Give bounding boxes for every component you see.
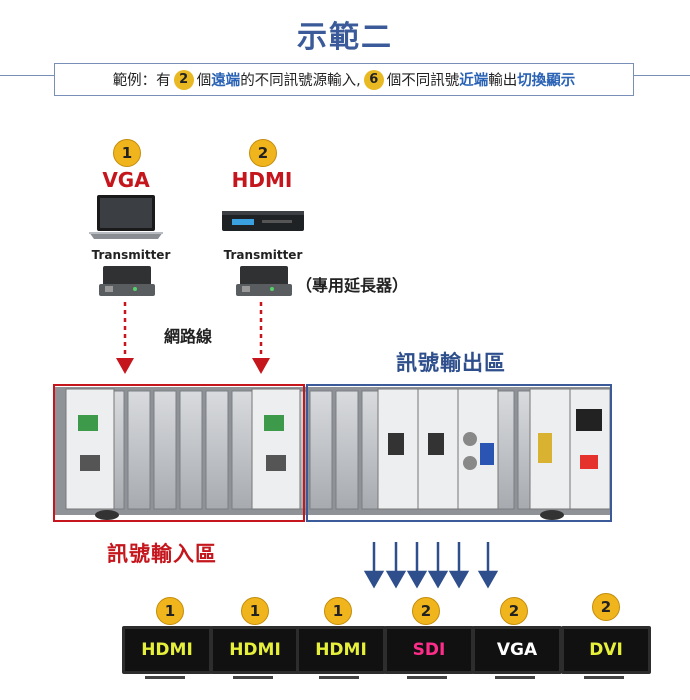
subtitle-box: 範例：有 2 個 遠端 的不同訊號源輸入, 6 個不同訊號 近端 輸出 切換顯示 <box>54 63 634 96</box>
output-6-badge: 2 <box>592 593 620 621</box>
count-badge: 6 <box>363 69 384 90</box>
monitor-stand <box>407 668 447 679</box>
monitor-icon: VGA <box>472 626 562 674</box>
subtitle-part: 的不同訊號源輸入, <box>240 73 361 89</box>
output-region-outline <box>306 384 612 522</box>
monitor-icon: HDMI <box>210 626 300 674</box>
monitor-stand <box>584 668 624 679</box>
input-region-label: 訊號輸入區 <box>107 542 217 566</box>
count-badge: 2 <box>173 69 194 90</box>
input-region-outline <box>53 384 305 522</box>
subtitle-highlight: 切換顯示 <box>517 73 576 89</box>
right-rule <box>633 75 690 76</box>
output-1-badge: 1 <box>156 597 184 625</box>
transmitter-1-label: Transmitter <box>91 248 171 262</box>
subtitle-part: 範例：有 <box>112 73 171 89</box>
monitor-icon: HDMI <box>296 626 386 674</box>
cable-label: 網路線 <box>164 327 213 346</box>
extender-note: （專用延長器） <box>296 276 409 295</box>
rack-player-icon <box>222 211 304 231</box>
output-4-badge: 2 <box>412 597 440 625</box>
monitor-stand <box>495 668 535 679</box>
subtitle-highlight: 近端 <box>459 73 489 89</box>
source-2-label: HDMI <box>231 168 293 192</box>
subtitle-highlight: 遠端 <box>211 73 241 89</box>
monitor-icon: DVI <box>561 626 651 674</box>
page-title: 示範二 <box>297 20 393 55</box>
down-arrow-icon <box>363 542 499 589</box>
transmitter-icon <box>236 266 292 296</box>
subtitle-part: 個 <box>196 73 212 89</box>
output-3-badge: 1 <box>324 597 352 625</box>
output-2-badge: 1 <box>241 597 269 625</box>
monitor-stand <box>233 668 273 679</box>
left-rule <box>0 75 54 76</box>
subtitle-part: 輸出 <box>488 73 518 89</box>
source-1-badge: 1 <box>113 139 141 167</box>
output-5-badge: 2 <box>500 597 528 625</box>
source-2-badge: 2 <box>249 139 277 167</box>
monitor-stand <box>145 668 185 679</box>
source-1-label: VGA <box>102 168 150 192</box>
transmitter-icon <box>99 266 155 296</box>
matrix-chassis <box>54 387 611 520</box>
transmitter-2-label: Transmitter <box>223 248 303 262</box>
laptop-icon <box>89 195 163 239</box>
down-arrow-icon <box>116 302 134 374</box>
monitor-icon: SDI <box>384 626 474 674</box>
output-region-label: 訊號輸出區 <box>396 351 506 375</box>
monitor-icon: HDMI <box>122 626 212 674</box>
down-arrow-icon <box>252 302 270 374</box>
monitor-stand <box>319 668 359 679</box>
subtitle-part: 個不同訊號 <box>386 73 460 89</box>
